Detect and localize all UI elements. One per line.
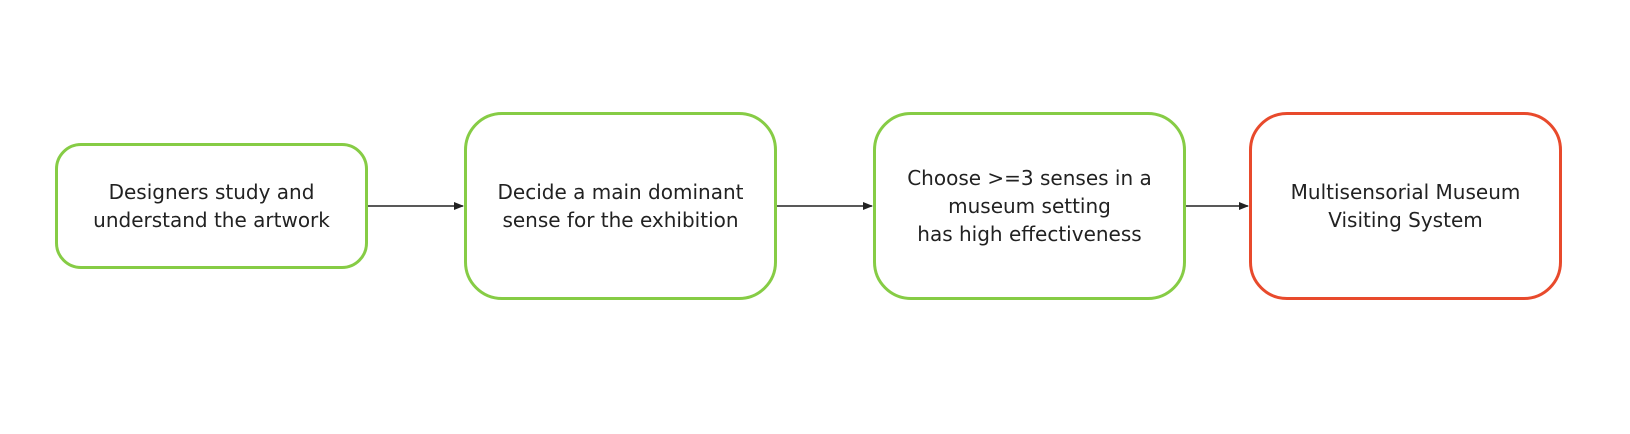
step-box-dominant-sense: Decide a main dominant sense for the exh…	[464, 112, 777, 300]
step-label: Decide a main dominant sense for the exh…	[497, 180, 744, 232]
step-box-visiting-system: Multisensorial Museum Visiting System	[1249, 112, 1562, 300]
step-box-study-artwork: Designers study and understand the artwo…	[55, 143, 368, 269]
step-label: Choose >=3 senses in a museum setting ha…	[907, 166, 1152, 246]
step-label: Designers study and understand the artwo…	[93, 180, 330, 232]
step-box-choose-senses: Choose >=3 senses in a museum setting ha…	[873, 112, 1186, 300]
step-label: Multisensorial Museum Visiting System	[1290, 180, 1521, 232]
